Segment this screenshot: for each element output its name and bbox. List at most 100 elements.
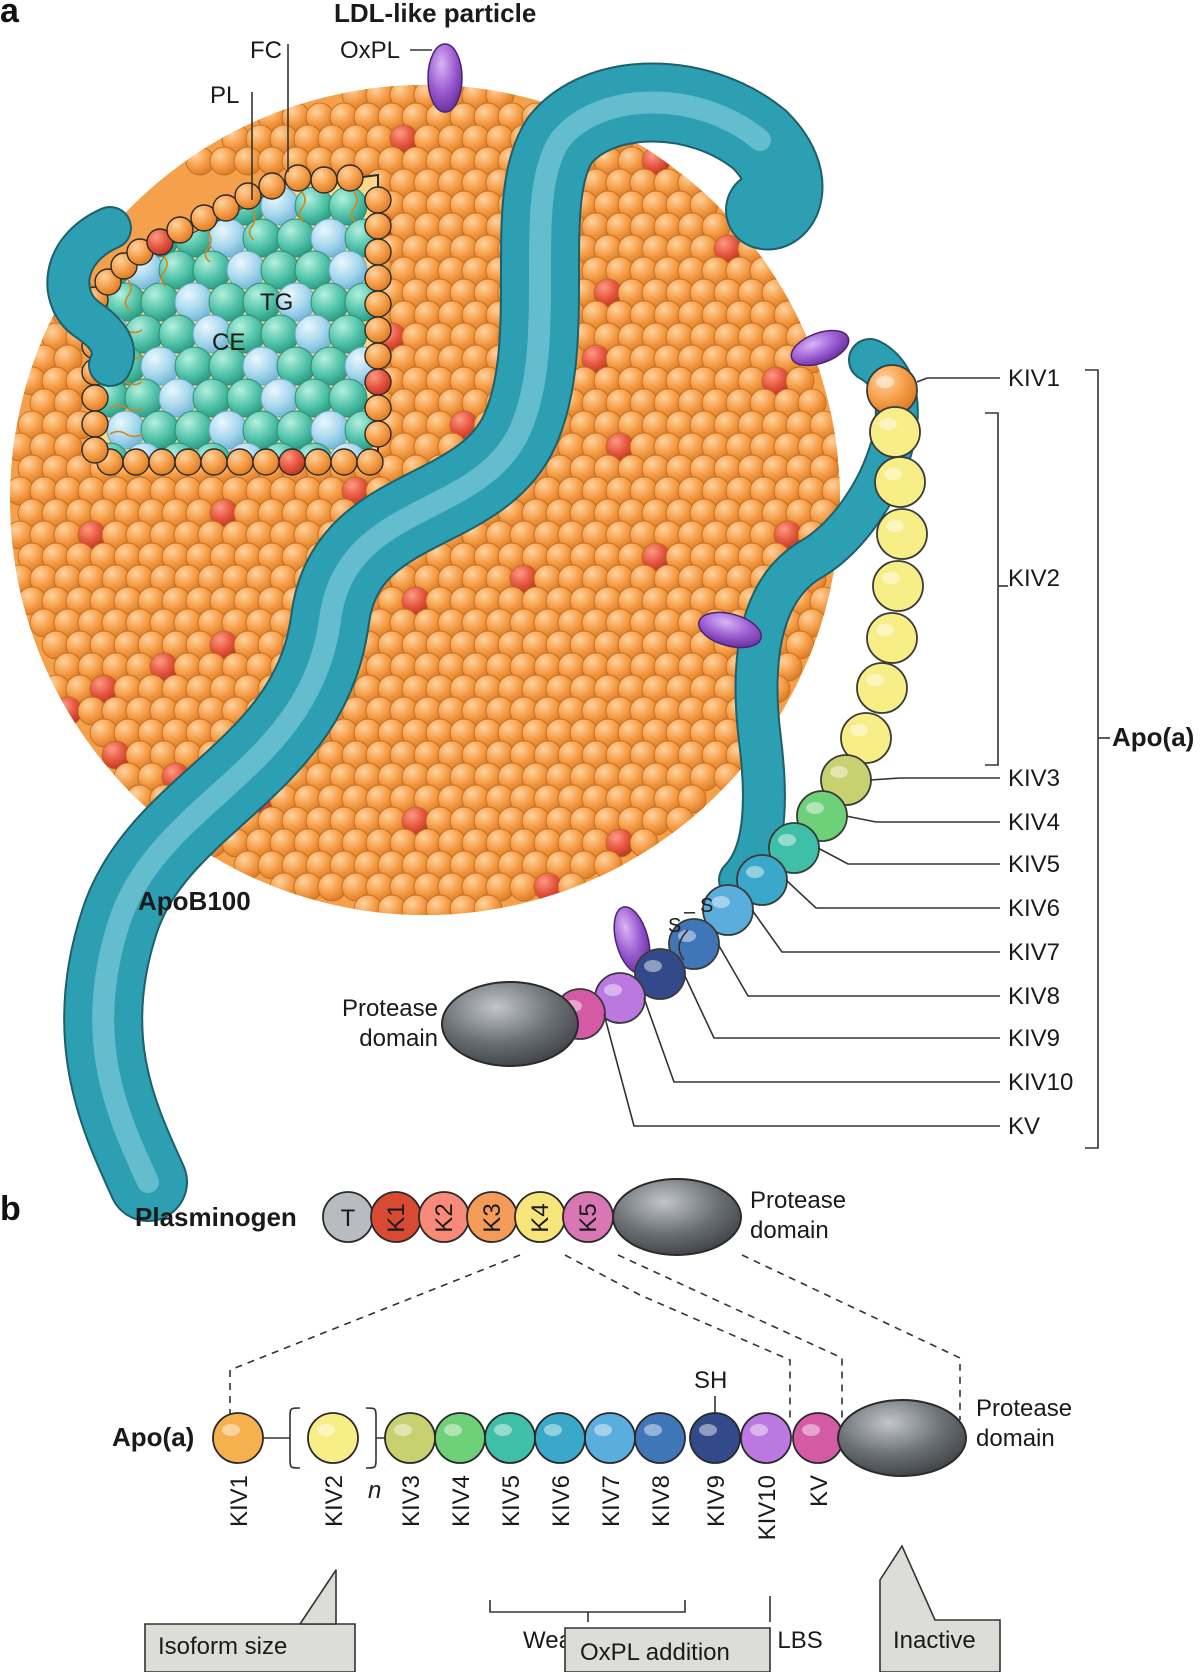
kringle-highlight <box>850 724 868 736</box>
apoa-protease-line2: domain <box>976 1425 1055 1452</box>
kringle-leader <box>869 777 1000 781</box>
rim-lipid-bead <box>81 436 109 464</box>
rim-lipid-bead <box>284 164 312 192</box>
kringle-leader <box>603 1013 1000 1127</box>
apoa-kringle <box>866 612 918 664</box>
oxpl-molecule-top <box>427 43 463 113</box>
oxpl-label: OxPL <box>340 37 400 64</box>
kringle-leader <box>817 847 1000 865</box>
kringle-leader <box>683 973 1000 1039</box>
panel-b-letter: b <box>0 1190 21 1228</box>
kiv2-bracket <box>985 412 999 766</box>
rim-lipid-bead <box>252 448 280 476</box>
rim-lipid-bead <box>330 448 358 476</box>
apob100-label: ApoB100 <box>138 886 251 916</box>
apoa-domain-label: KIV2 <box>321 1475 348 1527</box>
plasminogen-domain-label: K2 <box>431 1203 458 1232</box>
kringle-highlight <box>876 624 894 636</box>
plasminogen-protease-domain <box>612 1178 742 1256</box>
apoa-kringle <box>872 560 924 612</box>
kringle-highlight <box>544 1424 562 1436</box>
kringle-label-kiv2: KIV2 <box>1008 565 1060 592</box>
lipid-tail <box>350 191 358 223</box>
phospholipid-bead <box>677 784 707 814</box>
apoa-domain-kiv2 <box>307 1412 359 1464</box>
rim-lipid-bead <box>356 448 384 476</box>
rim-lipid-bead <box>364 316 392 344</box>
plasminogen-domain-label: T <box>341 1205 356 1232</box>
kringle-leader <box>717 943 1000 997</box>
kringle-label-kiv7: KIV7 <box>1008 939 1060 966</box>
rim-lipid-bead <box>234 182 262 210</box>
phospholipid-bead <box>785 366 815 396</box>
rim-lipid-bead <box>336 164 364 192</box>
protease-label-a-line2: domain <box>359 1025 438 1052</box>
apoa-domain-kiv7 <box>584 1412 636 1464</box>
phospholipid-bead <box>713 762 743 792</box>
rim-lipid-bead <box>81 384 109 412</box>
kringle-label-kiv5: KIV5 <box>1008 851 1060 878</box>
homology-k5-kv <box>617 1254 843 1420</box>
protease-label-a-line1: Protease <box>342 995 438 1022</box>
rim-lipid-bead <box>364 420 392 448</box>
kringle-highlight <box>604 984 622 996</box>
kringle-label-kiv9: KIV9 <box>1008 1025 1060 1052</box>
apoa-domain-kiv1 <box>212 1412 264 1464</box>
apoa-domain-kiv9 <box>689 1412 741 1464</box>
kringle-leader <box>785 879 1000 909</box>
isoform-note: Isoform size <box>144 1569 356 1672</box>
kringle-highlight <box>886 520 904 532</box>
apoa-kringle <box>876 508 928 560</box>
ldl-particle-title: LDL-like particle <box>334 0 536 28</box>
kringle-highlight <box>699 1424 717 1436</box>
inactive-protease-note: Inactive <box>879 1544 1001 1672</box>
weak-lbs-bracket <box>489 1600 686 1613</box>
rim-lipid-bead <box>200 448 228 476</box>
rim-lipid-bead <box>148 448 176 476</box>
homology-k4-kiv1 <box>229 1254 521 1425</box>
apoa-domain-chain <box>212 1412 844 1464</box>
oxpl-addition-note: OxPL addition <box>564 1627 771 1672</box>
kringle-highlight <box>750 1424 768 1436</box>
plasminogen-label: Plasminogen <box>135 1202 297 1232</box>
kringle-highlight <box>746 866 764 878</box>
rim-lipid-bead <box>364 368 392 396</box>
lipid-tail <box>109 404 143 412</box>
apoa-kringle <box>634 948 686 1000</box>
repeat-n: n <box>368 1477 381 1504</box>
apoa-domain-kiv6 <box>534 1412 586 1464</box>
rim-lipid-bead <box>310 166 338 194</box>
phospholipid-bead <box>53 344 83 374</box>
rim-lipid-bead <box>212 194 240 222</box>
kringle-label-kiv10: KIV10 <box>1008 1069 1073 1096</box>
lipid-tail <box>109 430 143 438</box>
ce-label: CE <box>212 329 245 356</box>
phospholipid-bead <box>473 894 503 915</box>
phospholipid-bead <box>809 454 839 484</box>
apoa-domain-label: KIV4 <box>448 1475 475 1527</box>
rim-lipid-bead <box>81 410 109 438</box>
kringle-highlight <box>394 1424 412 1436</box>
phospholipid-bead <box>53 388 83 418</box>
lipid-tail <box>204 231 212 263</box>
plasminogen-domain-label: K3 <box>479 1203 506 1232</box>
oxpl-addition-text: OxPL addition <box>580 1639 730 1666</box>
apoa-domain-label: KIV7 <box>598 1475 625 1527</box>
apoa-domain-label: KIV10 <box>754 1475 781 1540</box>
rim-lipid-bead <box>174 448 202 476</box>
apoa-domain-label: KV <box>806 1475 833 1507</box>
kringle-leader <box>643 997 1000 1083</box>
apoa-domain-label: KIV8 <box>648 1475 675 1527</box>
apoa-domain-label: KIV6 <box>548 1475 575 1527</box>
svg-text:S: S <box>700 895 713 917</box>
apoa-domain-kiv3 <box>384 1412 436 1464</box>
kringle-highlight <box>806 802 824 814</box>
plasminogen-protease-line2: domain <box>750 1217 829 1244</box>
rim-lipid-bead <box>226 448 254 476</box>
kringle-leader <box>916 377 1000 383</box>
rim-lipid-bead <box>364 290 392 318</box>
kringle-highlight <box>866 674 884 686</box>
rim-lipid-bead <box>364 394 392 422</box>
panel-a-letter: a <box>0 0 20 30</box>
